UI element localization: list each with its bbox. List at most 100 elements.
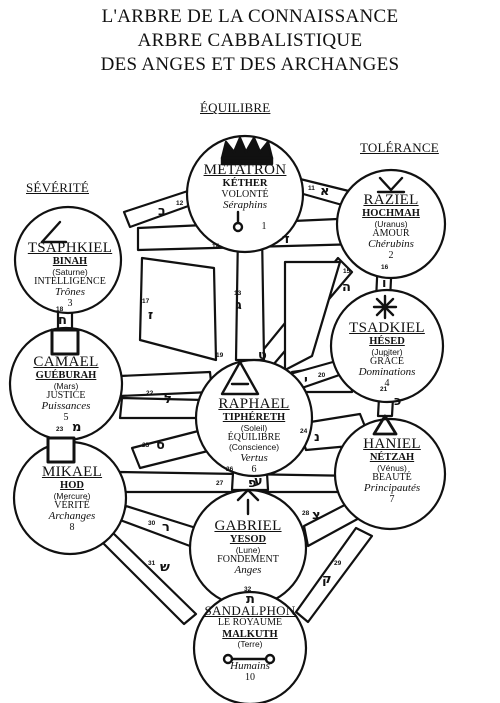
haniel-triangle-icon — [372, 414, 398, 436]
path-number-25: 25 — [142, 442, 150, 449]
raziel-sigil-icon — [376, 176, 406, 194]
sephirah-number: 10 — [245, 672, 255, 684]
sephirah-virtue: ÉQUILIBRE — [227, 431, 281, 443]
path-number-17: 17 — [142, 298, 150, 305]
sephirah-name: KÉTHER — [222, 178, 268, 190]
sephirah-number: 8 — [69, 522, 75, 534]
kether-small-sigil-icon — [232, 210, 244, 233]
path-number-16: 16 — [381, 264, 389, 271]
path-number-30: 30 — [148, 520, 156, 527]
sephirah-planet: (Mars) — [53, 380, 79, 391]
path-letter-14: ד — [282, 232, 290, 247]
path-number-21: 21 — [380, 386, 388, 393]
path-number-15: 15 — [343, 268, 351, 275]
sephirah-virtue: AMOUR — [372, 227, 410, 239]
path-number-14: 14 — [212, 243, 220, 250]
sephirah-choir: Séraphins — [223, 199, 267, 212]
path-number-29: 29 — [334, 560, 342, 567]
path-31 — [94, 530, 198, 626]
circle-kether — [185, 134, 305, 254]
path-letter-21: כ — [394, 394, 402, 409]
sephirah-virtue: BEAUTÉ — [372, 471, 412, 483]
sephirah-virtue: INTELLIGENCE — [34, 275, 106, 287]
sephirah-choir: Anges — [234, 564, 262, 577]
path-letter-17: ז — [148, 308, 154, 323]
sephirah-kether: METATRON KÉTHER VOLONTÉ Séraphins — [185, 162, 305, 212]
path-letter-23: מ — [72, 420, 82, 435]
sephirah-name: GUÉBURAH — [35, 370, 97, 382]
sephirah-name: NÉTZAH — [369, 452, 415, 464]
sephirah-planet: (Uranus) — [374, 218, 408, 229]
crown-icon — [220, 136, 274, 166]
path-letter-13: ג — [236, 298, 242, 313]
path-number-13: 13 — [234, 290, 242, 297]
diamond-sigil-icon — [46, 436, 76, 464]
moon-sigil-icon — [236, 488, 260, 516]
square-sigil-icon — [50, 328, 80, 356]
path-number-28: 28 — [302, 510, 310, 517]
path-number-11: 11 — [308, 185, 315, 192]
path-number-23: 23 — [56, 426, 64, 433]
path-number-32: 32 — [244, 586, 252, 593]
path-number-24: 24 — [300, 428, 308, 435]
path-letter-20: י — [304, 373, 308, 388]
circle-binah — [13, 205, 123, 315]
sephirah-hod: MIKAEL HOD (Mercure) VÉRITÉ Archanges 8 — [20, 464, 124, 534]
path-letter-30: ר — [162, 520, 170, 535]
sephirah-number: 7 — [389, 494, 395, 506]
angel-name: TSAPHKIEL — [27, 240, 113, 256]
sephirah-virtue: JUSTICE — [46, 389, 86, 401]
path-letter-31: ש — [160, 560, 170, 575]
path-letter-28: צ — [312, 508, 321, 523]
sephirah-planet: (Soleil) — [240, 422, 268, 433]
path-letter-11: א — [320, 184, 330, 199]
angel-name: RAZIEL — [363, 192, 419, 208]
sephirah-yesod: GABRIEL YESOD (Lune) FONDEMENT Anges — [196, 518, 300, 577]
path-15 — [283, 260, 342, 372]
angel-name: GABRIEL — [214, 518, 282, 534]
earth-sigil-icon — [222, 653, 276, 665]
path-30 — [118, 504, 198, 548]
sephirah-choir: Archanges — [48, 510, 96, 523]
title-line-1: L'ARBRE DE LA CONNAISSANCE — [101, 6, 399, 27]
angel-name: RAPHAEL — [218, 396, 290, 412]
path-number-19: 19 — [216, 352, 224, 359]
sephirah-choir: Principautés — [363, 482, 421, 495]
sephirah-choir: Vertus — [240, 451, 268, 464]
sephirah-chesed: TSADKIEL HÉSED (Jupiter) GRÂCE Dominatio… — [335, 320, 439, 390]
path-letter-26: ע — [254, 474, 263, 489]
sephirah-planet: (Terre) — [237, 639, 263, 650]
sephirah-number: 2 — [388, 250, 394, 262]
path-22 — [118, 396, 206, 420]
path-letter-16: ו — [382, 276, 387, 291]
sephirah-planet: (Vénus) — [377, 462, 407, 473]
sephirah-planet: (Mercure) — [53, 490, 91, 501]
path-letter-22: ל — [164, 392, 172, 407]
raphael-triangle-icon — [220, 360, 260, 396]
circle-chokmah — [335, 168, 447, 280]
sephirah-choir: Puissances — [41, 400, 91, 413]
path-number-18: 18 — [56, 306, 64, 313]
circle-netzach — [333, 417, 447, 531]
sephirah-kether-number: 1 — [258, 221, 270, 233]
pillar-label-center: ÉQUILIBRE — [200, 100, 271, 115]
sephirah-choir: Dominations — [358, 366, 416, 379]
angel-name: METATRON — [203, 162, 287, 178]
sephirah-tiphereth: RAPHAEL TIPHÉRETH (Soleil) ÉQUILIBRE (Co… — [200, 396, 308, 475]
pillar-label-left: SÉVÉRITÉ — [26, 180, 89, 195]
path-number-12: 12 — [176, 200, 184, 207]
sephirah-name: HÉSED — [369, 336, 405, 348]
sephirah-virtue: GRÂCE — [370, 355, 404, 367]
sephirah-choir: Chérubins — [368, 238, 414, 251]
sephirah-binah: TSAPHKIEL BINAH (Saturne) INTELLIGENCE T… — [16, 240, 124, 310]
angel-name: CAMAEL — [33, 354, 99, 370]
path-letter-18: ח — [58, 313, 67, 328]
path-17 — [138, 256, 218, 362]
sephirah-number: 6 — [251, 463, 257, 475]
path-number-22: 22 — [146, 390, 154, 397]
sephirah-chokmah: RAZIEL HOCHMAH (Uranus) AMOUR Chérubins … — [341, 192, 441, 262]
sephiroth-layer — [8, 134, 447, 703]
sephirah-name: YESOD — [229, 534, 267, 546]
sephirah-netzach: HANIEL NÉTZAH (Vénus) BEAUTÉ Principauté… — [340, 436, 444, 506]
